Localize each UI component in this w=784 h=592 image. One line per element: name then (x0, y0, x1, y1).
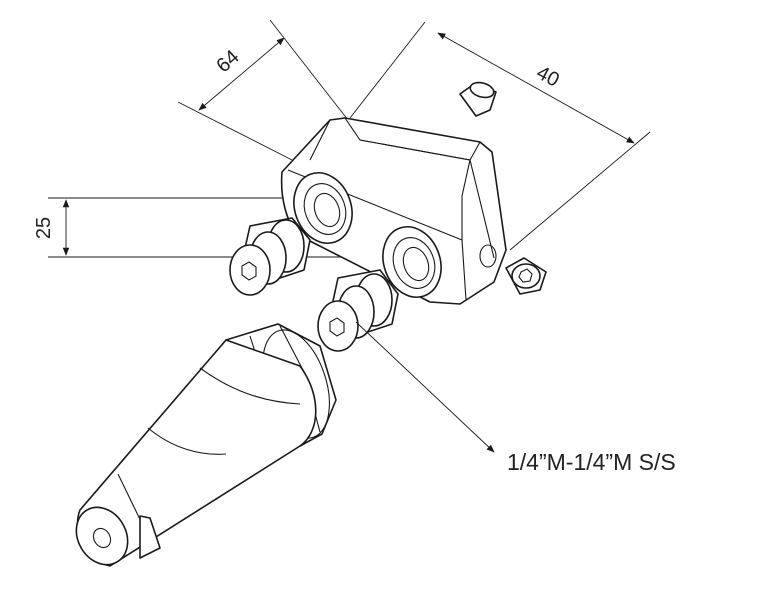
fitting-left (229, 217, 311, 296)
set-screw (505, 257, 547, 295)
nozzle (75, 323, 337, 567)
dimension-25: 25 (33, 197, 390, 258)
callout-label: 1/4”M-1/4”M S/S (507, 449, 676, 475)
dowel-pin (459, 81, 497, 117)
adapter-body (280, 117, 507, 305)
fitting-center (317, 269, 399, 352)
dimension-25-label: 25 (33, 217, 55, 239)
dimension-64-label: 64 (212, 46, 243, 77)
dimension-40-label: 40 (533, 62, 563, 92)
callout: 1/4”M-1/4”M S/S (355, 321, 676, 475)
